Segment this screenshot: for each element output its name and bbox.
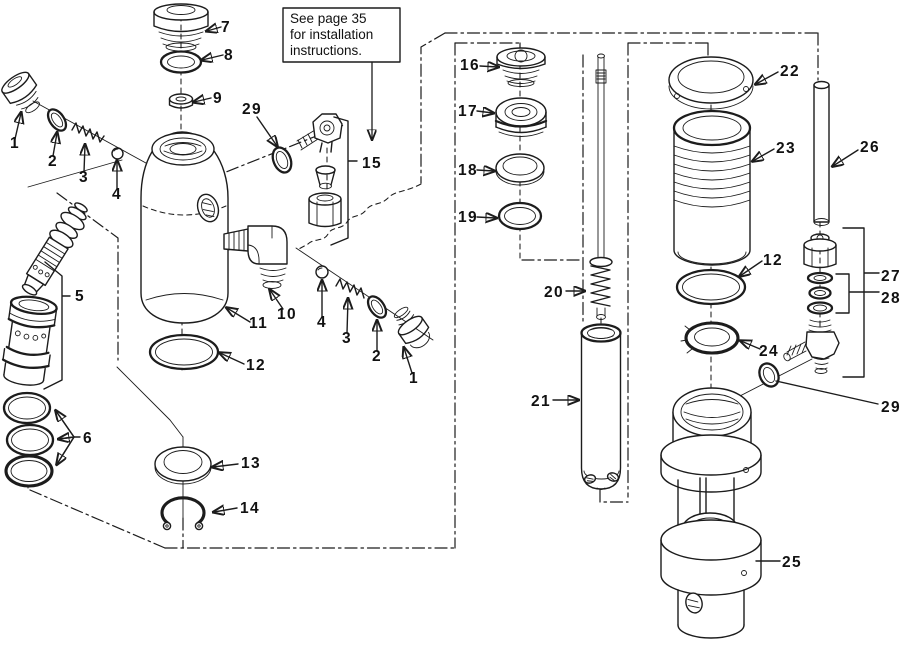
note-box: See page 35 for installation instruction… [282,7,401,139]
callout-9: 9 [213,90,223,107]
callout-11: 11 [249,315,268,332]
part-5-valve-cartridge [1,295,58,386]
part-17-packing-set [494,97,548,137]
note-line-3: instructions. [290,43,362,58]
part-10-elbow-fitting [223,225,288,289]
callout-22: 22 [780,63,800,80]
part-5-valve-stem [21,202,88,296]
part-21-cylinder [580,323,622,490]
note-line-1: See page 35 [290,11,367,26]
part-8-o-ring [159,50,203,74]
callout-24: 24 [759,343,779,360]
callout-12-right: 12 [763,252,783,269]
callout-14: 14 [240,500,260,517]
callout-28: 28 [881,290,901,307]
part-9-nut [168,93,194,109]
part-20-rod-spring [589,53,613,320]
callout-25: 25 [782,554,802,571]
callout-16: 16 [460,57,480,74]
callout-3-left: 3 [79,169,89,186]
callout-2-right: 2 [372,348,382,365]
callout-19: 19 [458,209,478,226]
body-side-port [196,193,220,223]
callout-20: 20 [544,284,564,301]
callout-15: 15 [362,155,382,172]
bracket-part-5 [43,261,71,390]
bracket-part-28 [835,273,880,314]
part-3-spring-left [71,122,105,143]
part-15-fitting-assembly [296,113,343,228]
part-18-seal-ring [495,153,545,186]
callout-5: 5 [75,288,85,305]
part-22-retaining-ring [668,56,754,110]
part-16-packing-nut [496,47,546,87]
callout-10: 10 [277,306,297,323]
part-3-spring-right [335,278,365,299]
callout-3-right: 3 [342,330,352,347]
part-14-snap-ring [160,496,206,531]
callout-23: 23 [776,140,796,157]
callout-1-right: 1 [409,370,419,387]
bracket-part-27 [842,227,880,378]
part-4-ball-left [111,147,124,160]
callout-1-left: 1 [10,135,20,152]
part-4-ball-right [315,265,329,279]
callout-labels: 7 8 9 1 2 3 4 29 15 10 11 12 5 6 13 14 4… [10,19,901,571]
part-12-o-ring-right [675,268,747,306]
callout-8: 8 [224,47,234,64]
part-1-plug-left [1,71,40,114]
part-25-housing [660,387,762,639]
part-29-o-ring-right [758,362,780,388]
part-1-plug-right [393,306,431,349]
callout-2-left: 2 [48,153,58,170]
part-19-o-ring [497,201,543,231]
note-line-2: for installation [290,27,373,42]
part-13-ring [154,446,212,485]
part-27-28-fitting-stack [783,233,840,374]
callout-4-right: 4 [317,314,327,331]
callout-12-left: 12 [246,357,266,374]
callout-29-right: 29 [881,399,901,416]
part-11-pump-body [140,131,229,324]
part-2-o-ring-left [46,108,68,132]
callout-6: 6 [83,430,93,447]
bracket-part-15 [330,116,358,246]
callout-4-left: 4 [112,186,122,203]
callout-17: 17 [458,103,478,120]
callout-7: 7 [221,19,231,36]
leader-lines [15,27,879,562]
part-2-o-ring-right [366,295,388,319]
part-24-seal-ring [680,321,740,355]
part-6-o-rings [2,391,55,488]
part-26-tube [813,80,830,226]
part-12-o-ring-left [148,333,220,371]
callout-18: 18 [458,162,478,179]
callout-21: 21 [531,393,551,410]
callout-26: 26 [860,139,880,156]
callout-27: 27 [881,268,901,285]
part-23-sleeve [672,109,752,266]
callout-29-left: 29 [242,101,262,118]
part-29-o-ring-left [271,146,293,174]
part-7-plug-fitting [153,3,209,52]
callout-13: 13 [241,455,261,472]
